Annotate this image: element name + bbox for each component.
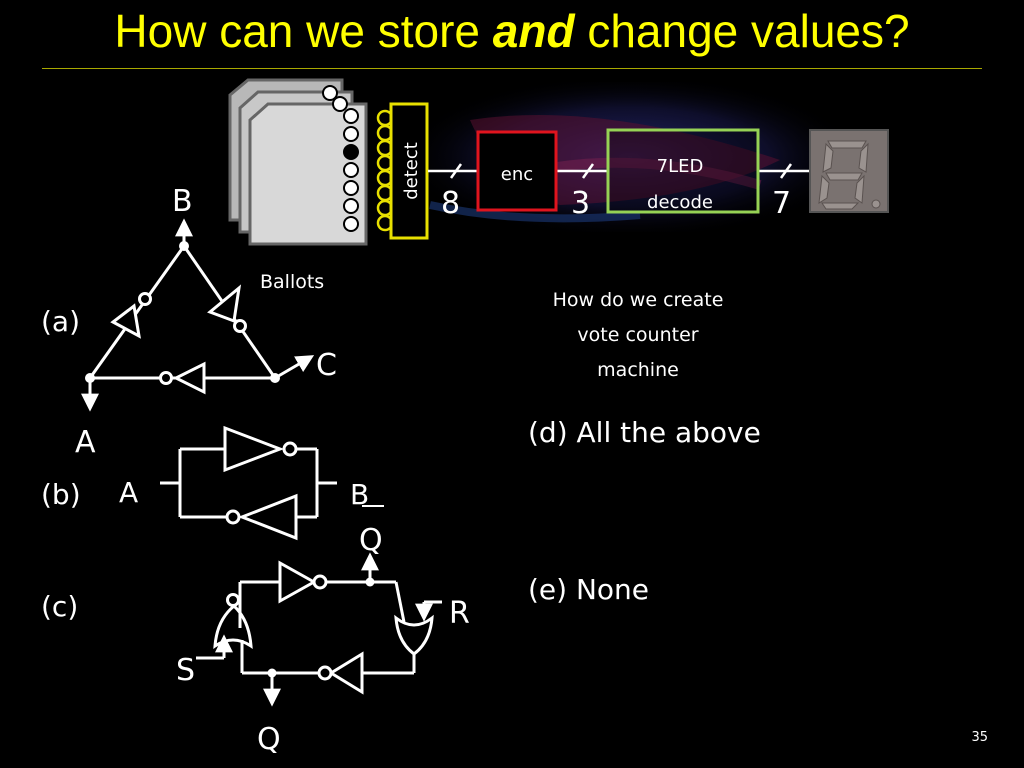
page-number: 35 (971, 730, 988, 745)
question-line-2: vote counter (577, 324, 699, 346)
decode-block (606, 128, 760, 214)
circuit-b (160, 425, 337, 541)
title-divider (42, 68, 982, 69)
enc-block (476, 130, 558, 212)
detect-label: detect (401, 142, 422, 200)
circuit-a-node-c: C (316, 348, 337, 383)
circuit-c-q-bar: Q (359, 523, 383, 558)
bus-width-8: 8 (441, 186, 461, 221)
circuit-c-s: S (176, 653, 196, 688)
ballot-cards (228, 78, 368, 246)
slide-title: How can we store and change values? (0, 4, 1024, 58)
circuit-b-input-a: A (119, 476, 139, 509)
option-a-label: (a) (41, 305, 81, 338)
bus-width-3: 3 (571, 186, 591, 221)
enc-label: enc (501, 164, 533, 185)
circuit-a-nodes (85, 241, 280, 383)
seven-segment-display (809, 129, 889, 213)
bus-width-7: 7 (772, 186, 792, 221)
option-c-label: (c) (41, 590, 79, 623)
circuit-c-r: R (449, 596, 470, 631)
question-text: How do we create vote counter machine (522, 283, 754, 388)
detect-block: detect (376, 102, 429, 240)
option-b-label: (b) (41, 478, 81, 511)
question-line-3: machine (597, 359, 679, 381)
circuit-a-node-b: B (172, 184, 193, 219)
title-prefix: How can we store (114, 5, 493, 57)
circuit-c-nodes (267, 577, 375, 678)
option-d-label: (d) All the above (528, 416, 761, 449)
circuit-a-node-a: A (75, 425, 96, 460)
pipeline-buses (428, 163, 810, 179)
title-suffix: change values? (574, 5, 910, 57)
option-e-label: (e) None (528, 573, 650, 606)
circuit-c (196, 552, 442, 707)
decode-label-line1: 7LED (657, 156, 704, 177)
title-emphasis: and (492, 5, 575, 57)
circuit-b-output-b: B (350, 478, 370, 511)
question-line-1: How do we create (552, 289, 724, 311)
circuit-c-q: Q (257, 722, 281, 757)
circuit-a (81, 218, 315, 412)
ballots-label: Ballots (260, 271, 325, 293)
ballot-holes (322, 85, 359, 232)
decode-label-line2: decode (647, 192, 713, 213)
